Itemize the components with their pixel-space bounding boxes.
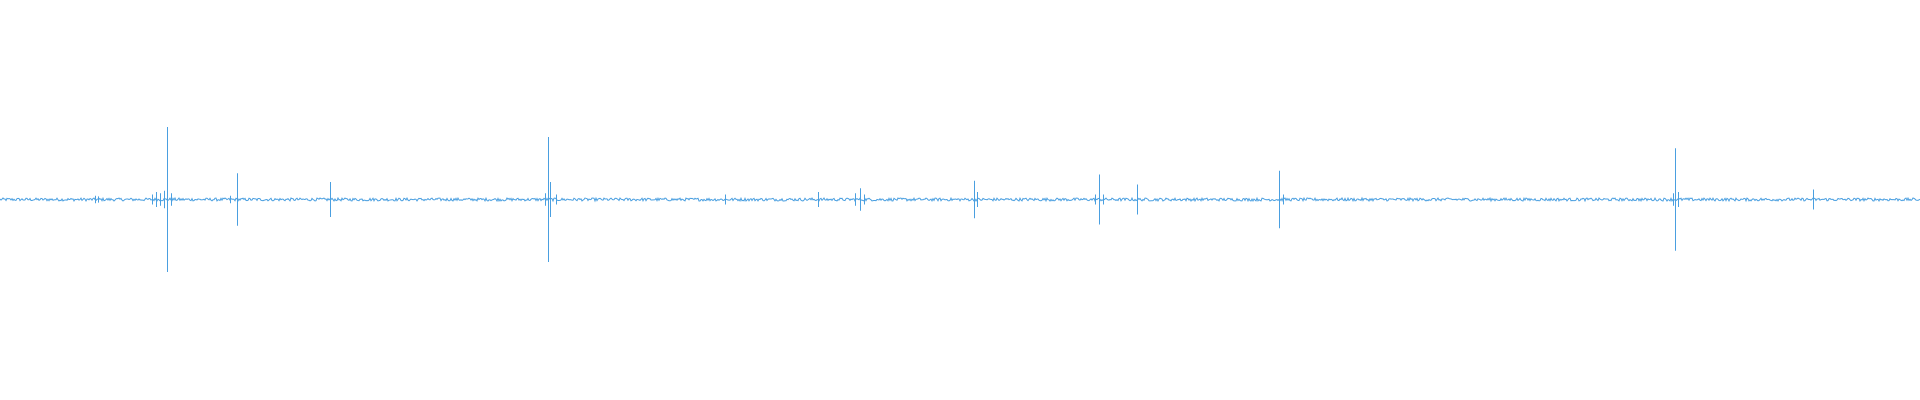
waveform-baseline-group [0,196,1920,203]
waveform-baseline-trace [0,196,1920,203]
waveform-spikes-group [95,127,1814,272]
